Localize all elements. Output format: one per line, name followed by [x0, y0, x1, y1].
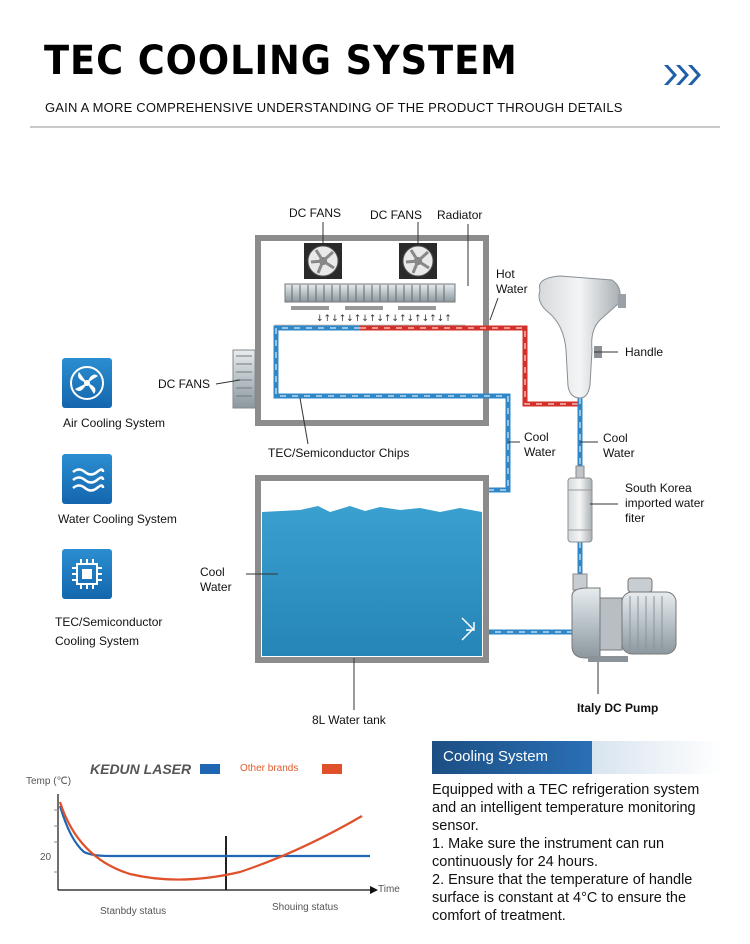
legend-water-cooling: Water Cooling System	[58, 512, 177, 526]
chevrons-right-icon	[664, 65, 701, 85]
series-kedun-line	[58, 805, 370, 858]
page-title: TEC COOLING SYSTEM	[44, 38, 518, 84]
radiator	[284, 283, 456, 303]
label-dc-fans-side: DC FANS	[158, 377, 211, 391]
label-pump: Italy DC Pump	[577, 701, 659, 715]
divider	[30, 126, 720, 128]
series-other-line	[58, 801, 363, 881]
dc-pump	[571, 573, 677, 662]
tec-cooling-tile	[62, 549, 112, 599]
legend-other-swatch	[322, 764, 342, 774]
svg-text:↓↑↓↑↓↑↓↑↓↑↓↑↓↑↓↑↓↑: ↓↑↓↑↓↑↓↑↓↑↓↑↓↑↓↑↓↑	[316, 314, 452, 324]
legend-kedun: KEDUN LASER	[90, 761, 192, 777]
panel-body: Equipped with a TEC refrigeration system…	[432, 782, 700, 924]
label-radiator: Radiator	[437, 208, 483, 222]
chip-icon	[72, 559, 102, 589]
y-tick-20: 20	[40, 852, 52, 863]
legend-other: Other brands	[240, 763, 298, 774]
panel-heading: Cooling System	[443, 748, 549, 765]
label-tec-chips: TEC/Semiconductor Chips	[268, 446, 410, 460]
tank-water	[262, 506, 482, 656]
air-cooling-tile	[62, 358, 112, 408]
water-filter	[567, 465, 593, 543]
chart-legend: KEDUN LASER Other brands	[90, 761, 342, 777]
water-wave-icon	[72, 468, 105, 492]
tec-chip	[398, 306, 436, 310]
page-subtitle: GAIN A MORE COMPREHENSIVE UNDERSTANDING …	[45, 100, 623, 115]
region-showing: Shouing status	[272, 902, 338, 913]
x-axis-arrow	[370, 886, 378, 894]
label-water-tank: 8L Water tank	[312, 713, 386, 727]
label-handle: Handle	[625, 345, 664, 359]
temperature-chart: KEDUN LASER Other brands Temp (℃) Time 2…	[26, 761, 400, 917]
side-fan	[232, 349, 256, 409]
dc-fan-left	[304, 243, 342, 279]
legend-kedun-swatch	[200, 764, 220, 774]
handpiece	[538, 275, 626, 399]
label-dc-fans-2: DC FANS	[370, 208, 423, 222]
dc-fan-right	[399, 243, 437, 279]
fan-icon	[70, 366, 104, 400]
tec-chip	[291, 306, 329, 310]
water-cooling-tile	[62, 454, 112, 504]
x-axis-label: Time	[378, 884, 400, 895]
region-standby: Stanbdy status	[100, 906, 166, 917]
panel-heading-fade	[592, 741, 722, 774]
label-dc-fans-1: DC FANS	[289, 206, 342, 220]
y-axis-label: Temp (℃)	[26, 776, 71, 787]
legend-air-cooling: Air Cooling System	[63, 416, 166, 430]
cooling-diagram: ↓↑↓↑↓↑↓↑↓↑↓↑↓↑↓↑↓↑	[215, 222, 677, 710]
panel-heading-bar	[432, 741, 592, 774]
tec-chip	[345, 306, 383, 310]
